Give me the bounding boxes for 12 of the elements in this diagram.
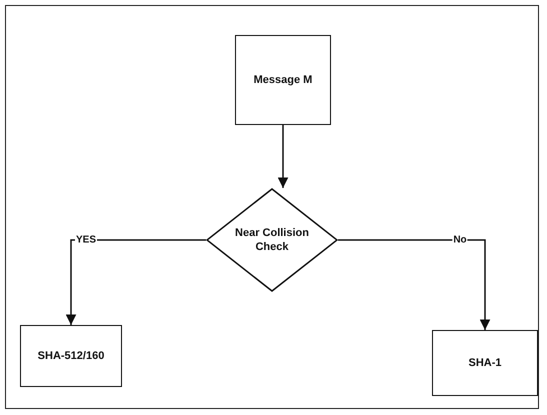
arrow — [278, 125, 288, 188]
edge-label: No — [452, 234, 468, 246]
process-box — [432, 330, 538, 396]
node-label: SHA-512/160 — [38, 348, 104, 364]
arrow — [338, 239, 490, 330]
node-label: SHA-1 — [468, 356, 502, 370]
arrow — [66, 239, 206, 325]
edge-label: YES — [75, 234, 97, 246]
node-label: Near Collision Check — [234, 226, 310, 254]
process-box — [235, 35, 331, 125]
node-label: Message M — [254, 72, 312, 88]
process-box — [20, 325, 122, 387]
